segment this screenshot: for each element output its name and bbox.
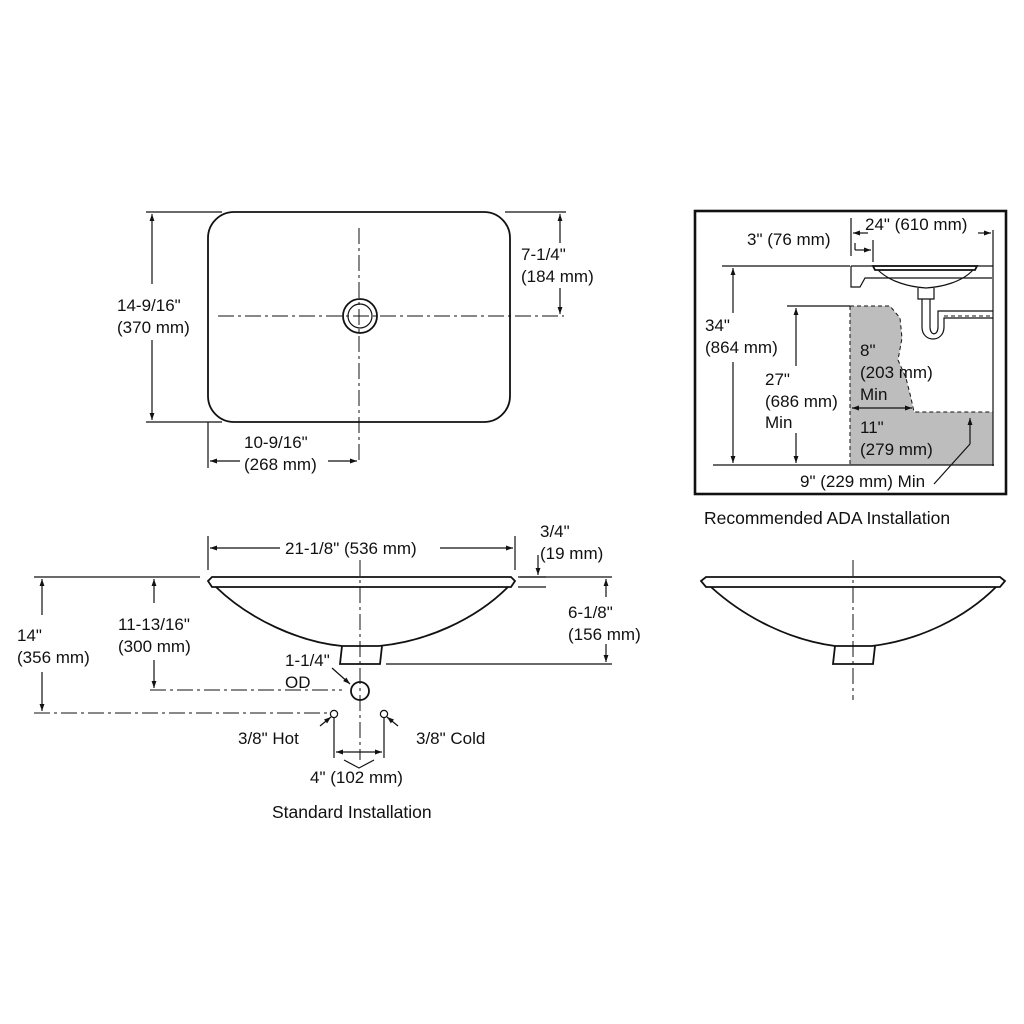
drain-outlet-circle	[350, 681, 370, 701]
rim-thickness-label: 3/4"	[540, 522, 570, 541]
leader-line	[343, 759, 375, 769]
half-length-mm-label: (268 mm)	[244, 455, 317, 474]
rim-thickness-mm-label: (19 mm)	[540, 544, 603, 563]
sink-bowl	[215, 586, 509, 647]
ada-sink-rim	[871, 265, 979, 271]
overall-length-label: 21-1/8" (536 mm)	[285, 539, 417, 558]
knee-depth-min-label: Min	[860, 385, 887, 404]
supply-spacing-label: 4" (102 mm)	[310, 768, 403, 787]
knee-clearance-label: 27"	[765, 370, 790, 389]
drain-size-unit-label: OD	[285, 673, 311, 692]
front-offset-label: 3" (76 mm)	[747, 230, 831, 249]
ada-frame	[693, 209, 1008, 496]
rim-to-supply-label: 14"	[17, 626, 42, 645]
knee-depth-mm-label: (203 mm)	[860, 363, 933, 382]
leader-line	[331, 667, 351, 685]
knee-clearance-min-label: Min	[765, 413, 792, 432]
p-trap-outer	[921, 299, 993, 340]
drain-offset-label: 7-1/4"	[521, 245, 566, 264]
plan-view: 14-9/16" (370 mm) 7-1/4" (184 mm) 10-9/1…	[117, 211, 594, 474]
side-rim	[699, 576, 1007, 588]
side-drain-body	[831, 645, 876, 665]
ada-sink-bowl	[877, 269, 974, 289]
toe-depth-mm-label: (279 mm)	[860, 440, 933, 459]
overall-width-mm-label: (370 mm)	[117, 318, 190, 337]
sink-rim	[206, 576, 517, 588]
clearance-boundary	[850, 305, 993, 413]
drain-body	[338, 645, 383, 665]
leader-line	[386, 716, 399, 727]
drain-outer-ring	[342, 298, 378, 334]
drain-inner-ring	[347, 303, 373, 329]
ada-drain	[917, 288, 935, 300]
hot-supply-circle	[329, 709, 339, 719]
counter-depth-label: 24" (610 mm)	[865, 215, 967, 234]
overall-width-label: 14-9/16"	[117, 296, 181, 315]
bowl-depth-label: 6-1/8"	[568, 603, 613, 622]
ada-view: 24" (610 mm) 3" (76 mm) 34" (864 mm) 27"…	[693, 209, 1008, 528]
rim-to-drain-mm-label: (300 mm)	[118, 637, 191, 656]
rim-to-drain-label: 11-13/16"	[118, 615, 190, 634]
knee-depth-label: 8"	[860, 341, 876, 360]
toe-height-label: 9" (229 mm) Min	[800, 472, 925, 491]
knee-clearance-mm-label: (686 mm)	[765, 392, 838, 411]
section-view: 21-1/8" (536 mm) 3/4" (19 mm) 6-1/8" (15…	[17, 522, 641, 822]
bowl-depth-mm-label: (156 mm)	[568, 625, 641, 644]
leader-line	[933, 443, 971, 485]
leader-line	[319, 716, 332, 727]
cold-supply-circle	[379, 709, 389, 719]
p-trap-inner	[929, 299, 993, 335]
knee-clearance-zone	[850, 306, 914, 412]
cold-supply-label: 3/8" Cold	[416, 729, 485, 748]
rim-height-mm-label: (864 mm)	[705, 338, 778, 357]
drain-offset-mm-label: (184 mm)	[521, 267, 594, 286]
hot-supply-label: 3/8" Hot	[238, 729, 299, 748]
rim-height-label: 34"	[705, 316, 730, 335]
rim-to-supply-mm-label: (356 mm)	[17, 648, 90, 667]
toe-depth-label: 11"	[860, 418, 884, 437]
standard-installation-caption: Standard Installation	[272, 802, 432, 822]
half-length-label: 10-9/16"	[244, 433, 308, 452]
ada-installation-caption: Recommended ADA Installation	[704, 508, 950, 528]
drain-size-label: 1-1/4"	[285, 651, 330, 670]
side-view	[699, 560, 1007, 700]
